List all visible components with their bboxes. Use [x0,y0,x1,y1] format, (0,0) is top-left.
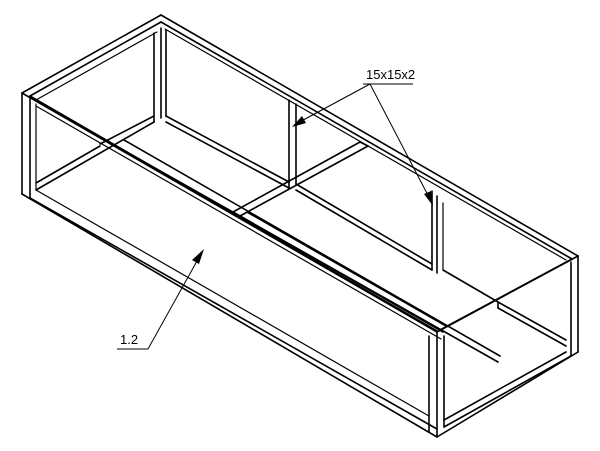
top-front-rail [21,92,442,340]
part-leader-line [147,251,203,350]
frame-tubes [21,14,579,438]
profile-callout: 15x15x2 [292,67,433,206]
top-right-rail [436,255,579,333]
top-back-rail [160,14,579,261]
profile-leader-line-left [293,83,371,126]
top-left-rail [21,14,162,101]
profile-leader-line-right [369,83,433,204]
bottom-front-rail [21,189,438,438]
floor-right-rail [442,269,567,347]
post-back-right [431,190,444,274]
part-callout: 1.2 [117,249,204,350]
profile-arrowhead-right [424,191,433,206]
bottom-left-rail [35,121,155,191]
profile-arrowhead-left [292,116,306,127]
part-arrowhead [192,249,204,264]
middle-cross-rail [232,141,369,217]
post-back-middle [288,99,297,189]
floor-back-rail [99,115,433,271]
bottom-right-rail [436,351,579,438]
post-front-left [21,92,37,199]
post-front-right [428,331,445,438]
post-far-right [570,255,579,357]
part-callout-label: 1.2 [120,332,138,347]
top-middle-rail [239,211,447,333]
profile-callout-label: 15x15x2 [366,67,415,82]
post-back-left [153,27,167,123]
